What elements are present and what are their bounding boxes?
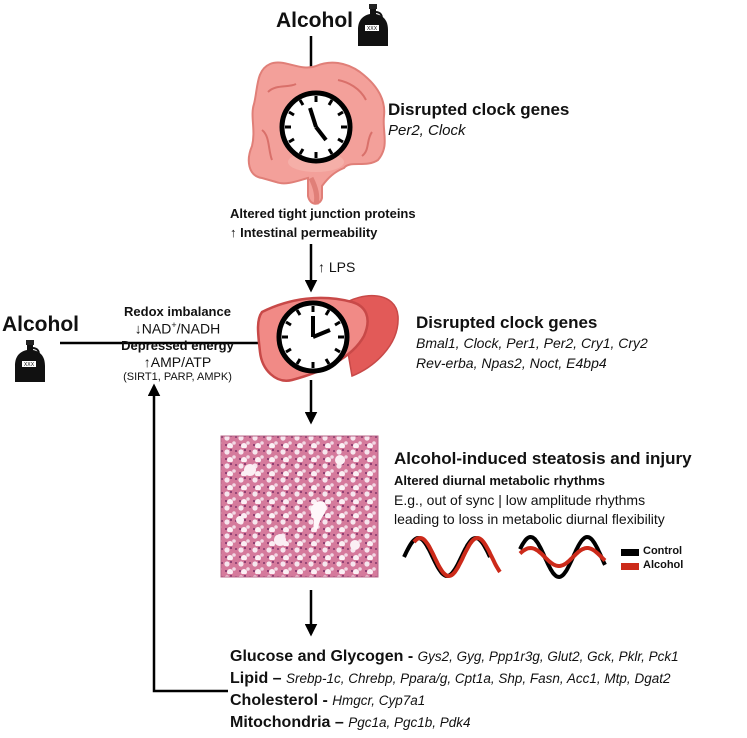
pathway-mitochondria: Mitochondria – Pgc1a, Pgc1b, Pdk4 (230, 714, 679, 736)
barrier-line-1: Altered tight junction proteins (230, 206, 416, 221)
clock-icon (276, 300, 350, 374)
pathway-name: Cholesterol (230, 692, 319, 709)
pathway-sep: – (330, 714, 349, 731)
svg-text:XXX: XXX (24, 362, 35, 368)
nad-suffix: /NADH (176, 320, 221, 337)
pathway-genes: Pgc1a, Pgc1b, Pdk4 (348, 715, 471, 730)
gut-clock-heading: Disrupted clock genes (388, 100, 570, 119)
nad-sup: + (171, 320, 177, 330)
gut-clock-genes: Per2, Clock (388, 122, 466, 139)
pathway-list: Glucose and Glycogen - Gys2, Gyg, Ppp1r3… (230, 648, 679, 736)
alcohol-wave (412, 535, 502, 579)
alcohol-bottle-icon: XXX (358, 4, 388, 46)
amp-atp: ↑AMP/ATP (143, 353, 212, 370)
barrier-line-2: ↑ Intestinal permeability (230, 225, 378, 240)
steatosis-subheading: Altered diurnal metabolic rhythms (394, 473, 605, 488)
pathway-sep: - (318, 692, 333, 709)
pathway-lipid: Lipid – Srebp-1c, Chrebp, Ppara/g, Cpt1a… (230, 670, 679, 692)
control-wave (402, 535, 492, 579)
left-alcohol-label: Alcohol (2, 313, 79, 336)
control-wave (518, 534, 607, 580)
pathway-name: Lipid (230, 670, 269, 687)
clock-icon (279, 90, 353, 164)
redox-heading: Redox imbalance (124, 304, 231, 319)
steatosis-desc-1: E.g., out of sync | low amplitude rhythm… (394, 492, 646, 508)
alcohol-wave (518, 545, 607, 568)
rhythm-out-of-sync (402, 535, 502, 579)
pathway-genes: Gys2, Gyg, Ppp1r3g, Glut2, Gck, Pklr, Pc… (417, 649, 679, 664)
pathway-glucose: Glucose and Glycogen - Gys2, Gyg, Ppp1r3… (230, 648, 679, 670)
pathway-sep: - (403, 648, 418, 665)
legend-swatch-control (621, 549, 639, 556)
steatosis-heading: Alcohol-induced steatosis and injury (394, 449, 692, 468)
feedback-arrow (147, 383, 228, 693)
steatosis-desc-2: leading to loss in metabolic diurnal fle… (394, 511, 665, 527)
pathway-name: Mitochondria (230, 714, 331, 731)
pathway-cholesterol: Cholesterol - Hmgcr, Cyp7a1 (230, 692, 679, 714)
pathway-name: Glucose and Glycogen (230, 648, 404, 665)
nad-prefix: ↓NAD (134, 320, 172, 337)
legend-alcohol-label: Alcohol (643, 559, 684, 571)
liver-clock-genes-2: Rev-erba, Npas2, Noct, E4bp4 (416, 355, 607, 371)
nad-ratio: ↓NAD+/NADH (85, 320, 270, 337)
alcohol-bottle-icon: XXX (15, 340, 45, 382)
pathway-sep: – (268, 670, 287, 687)
svg-text:XXX: XXX (367, 26, 378, 32)
legend-swatch-alcohol (621, 563, 639, 570)
liver-clock-genes-1: Bmal1, Clock, Per1, Per2, Cry1, Cry2 (416, 335, 648, 351)
lps-label: ↑ LPS (318, 259, 356, 275)
pathway-genes: Hmgcr, Cyp7a1 (332, 693, 426, 708)
rhythm-low-amplitude (518, 534, 607, 580)
redox-block: Redox imbalance ↓NAD+/NADH Depressed ene… (85, 304, 270, 383)
legend-control-label: Control (643, 545, 683, 557)
liver-histology-image (220, 435, 379, 578)
top-alcohol-label: Alcohol (276, 9, 353, 32)
liver-clock-heading: Disrupted clock genes (416, 313, 598, 332)
enzyme-list: (SIRT1, PARP, AMPK) (123, 370, 232, 383)
energy-heading: Depressed energy (121, 337, 234, 353)
pathway-genes: Srebp-1c, Chrebp, Ppara/g, Cpt1a, Shp, F… (286, 671, 671, 686)
